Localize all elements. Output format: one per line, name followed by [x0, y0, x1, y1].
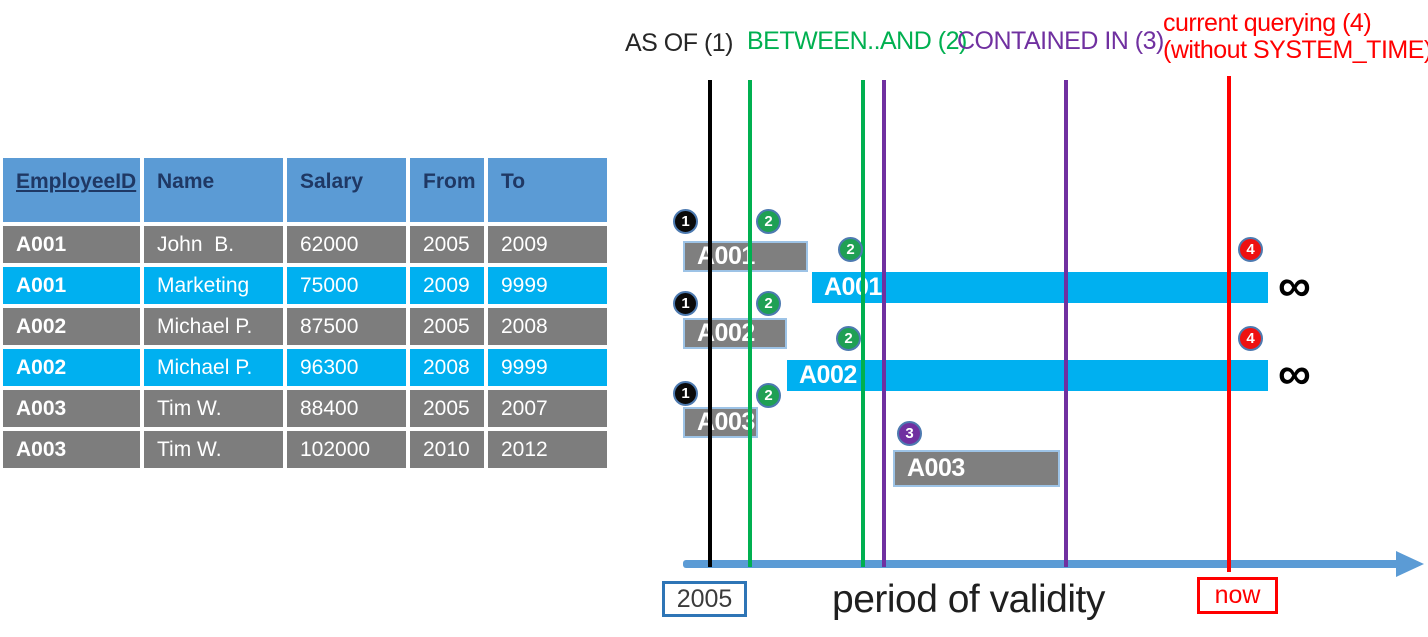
bar-a001-current: A001: [812, 272, 1268, 303]
bar-a002-history: A002: [683, 318, 787, 349]
bar-label: A001: [824, 273, 882, 301]
bar-label: A003: [697, 408, 755, 436]
cell-employee-id: A002: [3, 308, 140, 345]
cell-salary: 96300: [287, 349, 406, 386]
cell-from: 2005: [410, 226, 484, 263]
cell-to: 9999: [488, 349, 607, 386]
cell-name: John B.: [144, 226, 283, 263]
cell-salary: 62000: [287, 226, 406, 263]
badge-3-a003: 3: [897, 421, 922, 446]
cell-employee-id: A001: [3, 226, 140, 263]
badge-4-a001: 4: [1238, 237, 1263, 262]
employee-history-table: EmployeeID Name Salary From To A001 John…: [3, 158, 607, 468]
cell-to: 2007: [488, 390, 607, 427]
bar-a002-current: A002: [787, 360, 1268, 391]
legend-current-querying: current querying (4) (without SYSTEM_TIM…: [1163, 10, 1428, 64]
cell-to: 2012: [488, 431, 607, 468]
period-of-validity-label: period of validity: [832, 578, 1105, 621]
bar-a003-history-2: A003: [893, 450, 1060, 487]
cell-name: Marketing: [144, 267, 283, 304]
cell-name: Tim W.: [144, 431, 283, 468]
bar-a003-history-1: A003: [683, 407, 758, 438]
cell-salary: 88400: [287, 390, 406, 427]
cell-employee-id: A002: [3, 349, 140, 386]
cell-name: Michael P.: [144, 349, 283, 386]
badge-1-a002: 1: [673, 291, 698, 316]
header-employee-id: EmployeeID: [3, 158, 140, 222]
now-box: now: [1197, 577, 1278, 614]
cell-to: 9999: [488, 267, 607, 304]
badge-1-a003: 1: [673, 381, 698, 406]
header-to: To: [488, 158, 607, 222]
header-employee-id-label: EmployeeID: [16, 170, 137, 193]
cell-salary: 102000: [287, 431, 406, 468]
badge-2-a001-history: 2: [756, 209, 781, 234]
legend-current-line1: current querying (4): [1163, 9, 1372, 37]
cell-employee-id: A003: [3, 431, 140, 468]
badge-1-a001: 1: [673, 209, 698, 234]
cell-from: 2009: [410, 267, 484, 304]
time-axis: [683, 560, 1400, 568]
contained-in-start-line: [882, 80, 886, 567]
cell-from: 2008: [410, 349, 484, 386]
legend-contained-in: CONTAINED IN (3): [957, 27, 1164, 55]
contained-in-end-line: [1064, 80, 1068, 567]
time-axis-arrowhead-icon: [1396, 551, 1424, 577]
cell-from: 2005: [410, 308, 484, 345]
badge-2-a002-history: 2: [756, 291, 781, 316]
bar-a001-history: A001: [683, 241, 808, 272]
bar-label: A002: [697, 319, 755, 347]
as-of-line: [708, 80, 712, 567]
cell-from: 2005: [410, 390, 484, 427]
badge-2-a001-current: 2: [838, 237, 863, 262]
cell-salary: 87500: [287, 308, 406, 345]
header-name: Name: [144, 158, 283, 222]
header-from: From: [410, 158, 484, 222]
cell-from: 2010: [410, 431, 484, 468]
legend-as-of: AS OF (1): [625, 29, 734, 57]
cell-name: Michael P.: [144, 308, 283, 345]
cell-to: 2009: [488, 226, 607, 263]
between-and-end-line: [861, 80, 865, 567]
cell-to: 2008: [488, 308, 607, 345]
between-and-start-line: [748, 80, 752, 567]
bar-label: A002: [799, 361, 857, 389]
infinity-icon: ∞: [1278, 259, 1311, 311]
header-salary: Salary: [287, 158, 406, 222]
current-querying-line: [1227, 76, 1231, 572]
cell-name: Tim W.: [144, 390, 283, 427]
badge-2-a002-current: 2: [836, 326, 861, 351]
infinity-icon: ∞: [1278, 347, 1311, 399]
axis-start-year-box: 2005: [662, 581, 747, 617]
badge-4-a002: 4: [1238, 326, 1263, 351]
bar-label: A001: [697, 242, 755, 270]
legend-current-line2: (without SYSTEM_TIME): [1163, 36, 1428, 64]
legend-between-and: BETWEEN..AND (2): [747, 27, 967, 55]
cell-employee-id: A003: [3, 390, 140, 427]
badge-2-a003: 2: [756, 383, 781, 408]
bar-label: A003: [907, 454, 965, 482]
cell-salary: 75000: [287, 267, 406, 304]
cell-employee-id: A001: [3, 267, 140, 304]
